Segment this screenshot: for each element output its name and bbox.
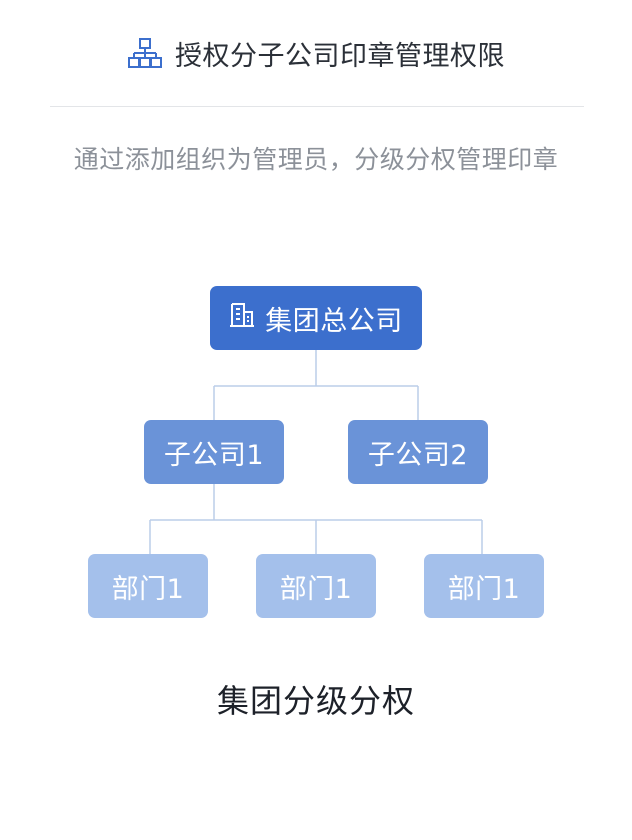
building-icon — [229, 301, 255, 336]
tree-node-label: 子公司2 — [367, 439, 469, 471]
tree-node-department: 部门1 — [424, 554, 544, 618]
tree-node-label: 部门1 — [447, 573, 521, 605]
tree-node-root: 集团总公司 — [210, 286, 422, 350]
tree-node-label: 部门1 — [279, 573, 353, 605]
tree-node-subsidiary: 子公司2 — [348, 420, 488, 484]
diagram-caption: 集团分级分权 — [216, 682, 415, 720]
header-divider — [50, 106, 584, 107]
tree-node-department: 部门1 — [256, 554, 376, 618]
subsidiary-to-departments-connector — [149, 484, 483, 554]
page-header: 授权分子公司印章管理权限 — [0, 30, 632, 76]
root-to-subsidiaries-connector — [213, 350, 419, 420]
page-title: 授权分子公司印章管理权限 — [175, 40, 505, 72]
tree-node-label: 集团总公司 — [265, 305, 403, 337]
page-subtitle: 通过添加组织为管理员，分级分权管理印章 — [73, 145, 559, 174]
org-chart-icon — [127, 35, 163, 71]
tree-node-subsidiary: 子公司1 — [144, 420, 284, 484]
tree-node-label: 子公司1 — [163, 439, 265, 471]
tree-node-label: 部门1 — [111, 573, 185, 605]
tree-node-department: 部门1 — [88, 554, 208, 618]
